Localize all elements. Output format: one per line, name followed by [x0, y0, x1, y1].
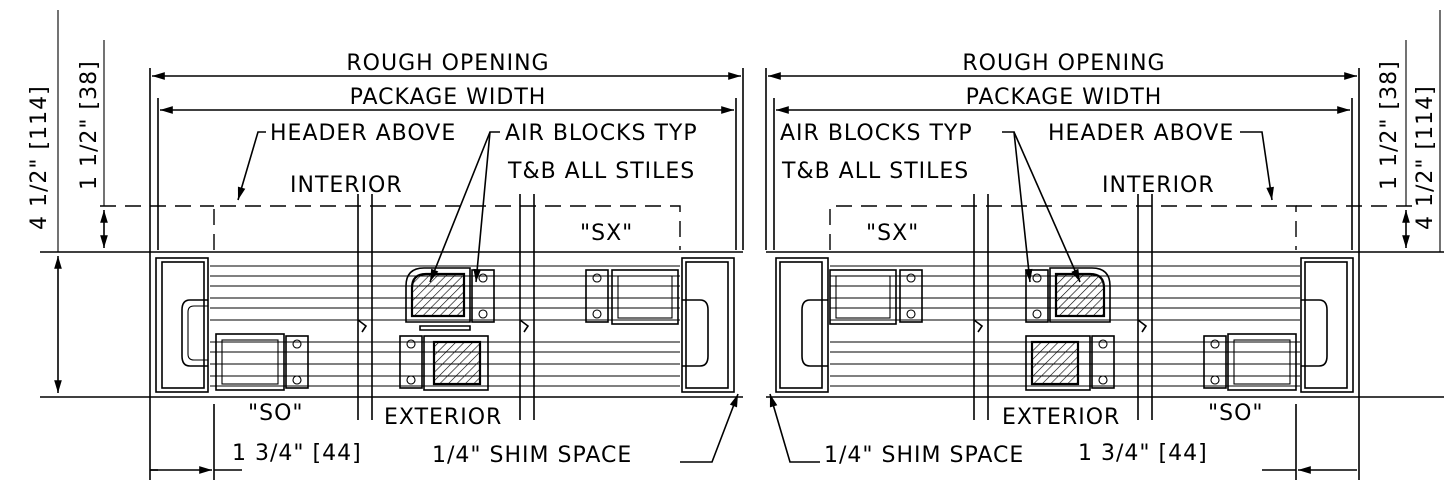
left-interior-label: INTERIOR [290, 173, 403, 198]
right-dim-1-1-2-label: 1 1/2" [38] [1377, 60, 1402, 190]
left-dim-4-1-2-label: 4 1/2" [114] [27, 85, 52, 230]
right-dim-4-1-2-label: 4 1/2" [114] [1413, 85, 1438, 230]
right-so-label: "SO" [1208, 401, 1264, 426]
right-package-width-label: PACKAGE WIDTH [966, 85, 1163, 110]
left-shim-space-label: 1/4" SHIM SPACE [432, 443, 632, 468]
left-tb-all-stiles-label: T&B ALL STILES [507, 159, 695, 184]
left-sx-label: "SX" [580, 221, 633, 246]
left-exterior-label: EXTERIOR [384, 405, 502, 430]
left-unit: ROUGH OPENING PACKAGE WIDTH HEADER ABOVE… [27, 10, 744, 480]
right-exterior-label: EXTERIOR [1002, 405, 1120, 430]
left-header-above-label: HEADER ABOVE [270, 121, 456, 146]
left-dim-1-3-4-label: 1 3/4" [44] [232, 441, 362, 466]
left-package-width-label: PACKAGE WIDTH [350, 85, 547, 110]
right-shim-space-label: 1/4" SHIM SPACE [824, 443, 1024, 468]
right-rough-opening-label: ROUGH OPENING [962, 51, 1165, 76]
right-interior-label: INTERIOR [1102, 173, 1215, 198]
right-dim-1-3-4-label: 1 3/4" [44] [1078, 441, 1208, 466]
left-rough-opening-label: ROUGH OPENING [346, 51, 549, 76]
right-air-blocks-label: AIR BLOCKS TYP [780, 121, 973, 146]
right-unit: ROUGH OPENING PACKAGE WIDTH AIR BLOCKS T… [765, 10, 1444, 480]
right-sx-label: "SX" [866, 221, 919, 246]
left-so-label: "SO" [248, 401, 304, 426]
left-dim-1-1-2-label: 1 1/2" [38] [77, 60, 102, 190]
right-tb-all-stiles-label: T&B ALL STILES [781, 159, 969, 184]
left-air-blocks-label: AIR BLOCKS TYP [505, 121, 698, 146]
right-header-above-label: HEADER ABOVE [1048, 121, 1234, 146]
